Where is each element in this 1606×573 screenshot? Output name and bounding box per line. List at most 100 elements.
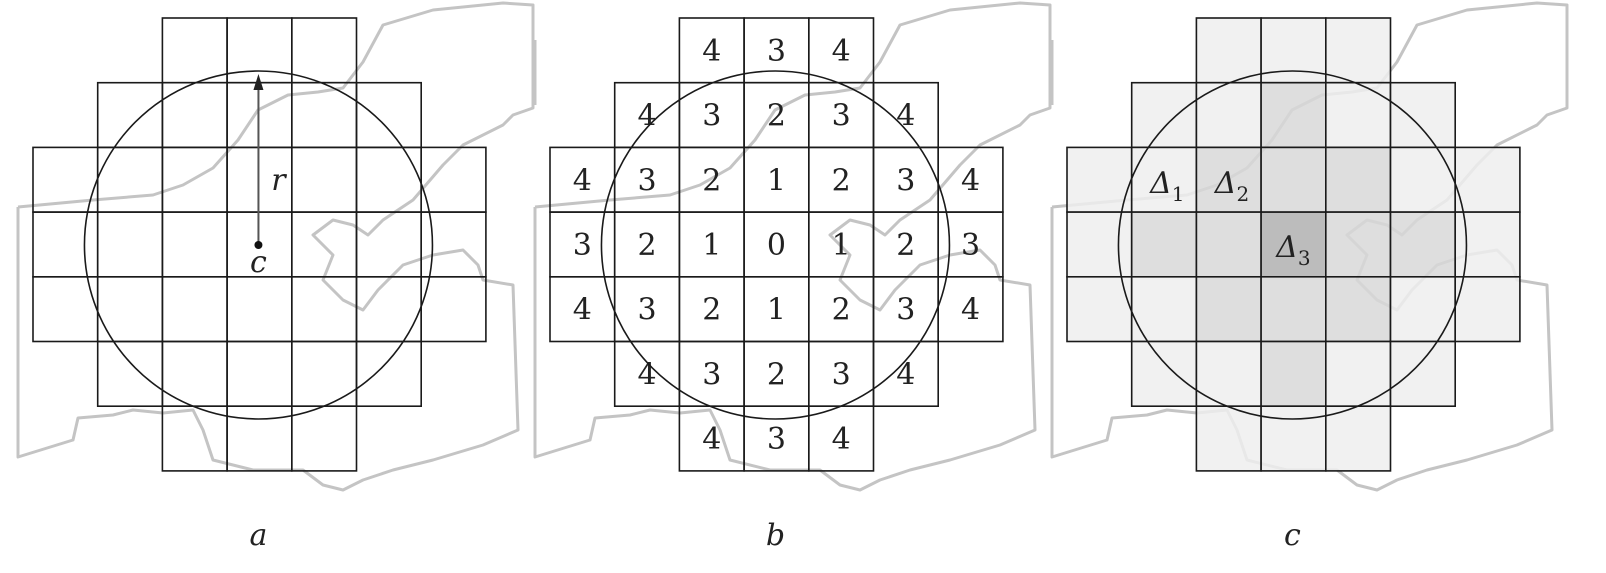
cell-distance-value: 4 [832, 422, 851, 457]
delta-1-label: Δ1 [1149, 166, 1184, 206]
delta-symbol: Δ [1214, 166, 1237, 201]
cell-distance-value: 2 [896, 228, 915, 263]
cell-distance-value: 1 [767, 163, 786, 198]
grid-cell [1260, 275, 1327, 343]
delta-2-label: Δ2 [1214, 166, 1249, 206]
grid-cell [32, 211, 99, 278]
cell-distance-value: 4 [638, 99, 657, 134]
search-radius-circle [83, 70, 434, 420]
grid-cell [1195, 275, 1262, 343]
grid-cell [1066, 146, 1133, 213]
cell-distance-value: 1 [832, 228, 851, 263]
grid-cell [1066, 275, 1133, 343]
grid-cell [161, 275, 228, 343]
grid-cell [1325, 17, 1392, 84]
center-point [254, 241, 263, 249]
map-boundary-curve [16, 1, 535, 492]
grid-cell [1195, 211, 1262, 278]
map-boundary-curve [533, 1, 1052, 492]
cell-distance-value: 1 [702, 228, 721, 263]
grid-cell [1260, 81, 1327, 149]
grid-cell [1195, 81, 1262, 149]
cell-distance-value: 2 [832, 293, 851, 328]
grid-cell [355, 275, 422, 343]
cell-distance-value: 2 [767, 357, 786, 392]
delta-subscript: 2 [1236, 182, 1249, 206]
search-radius-circle [1117, 70, 1468, 420]
grid-cell [1389, 275, 1456, 343]
cell-distance-value: 3 [702, 357, 721, 392]
grid-cell [1325, 340, 1392, 407]
cell-distance-value: 4 [832, 34, 851, 69]
cell-distance-value: 4 [702, 422, 721, 457]
grid-cell [226, 275, 293, 343]
cell-distance-value: 3 [573, 228, 592, 263]
grid-cell [161, 17, 228, 84]
cell-distance-value: 4 [573, 293, 592, 328]
background-map-outline [533, 1, 1052, 492]
cell-distance-value: 3 [702, 99, 721, 134]
grid-cell [355, 340, 422, 407]
radius-label: r [271, 163, 287, 198]
grid-cell [1260, 146, 1327, 213]
cell-distance-value: 2 [767, 99, 786, 134]
grid-cell [1325, 211, 1392, 278]
cell-distance-value: 3 [832, 357, 851, 392]
panel-caption: a [250, 518, 268, 553]
delta-symbol: Δ [1275, 230, 1298, 265]
cell-distance-value: 3 [767, 422, 786, 457]
grid-cell [1130, 340, 1198, 407]
grid-cell [96, 340, 164, 407]
grid-cell [420, 275, 487, 343]
grid-cell [1195, 146, 1262, 213]
cell-distance-value: 4 [638, 357, 657, 392]
panel-caption: c [1284, 518, 1301, 553]
cell-distance-value: 4 [573, 163, 592, 198]
grid-cell [1325, 405, 1392, 472]
center-label: c [250, 245, 267, 280]
grid-cell [290, 405, 358, 472]
cell-distance-value: 1 [767, 293, 786, 328]
cell-distance-value: 3 [638, 293, 657, 328]
cell-distance-value: 2 [832, 163, 851, 198]
grid-cell [355, 211, 422, 278]
grid-cell [290, 340, 358, 407]
grid-cell [1260, 405, 1327, 472]
cell-distance-value: 4 [896, 357, 915, 392]
grid-cell [1195, 405, 1262, 472]
cell-distance-value: 4 [961, 163, 980, 198]
grid-cell [290, 146, 358, 213]
grid-cell [1066, 211, 1133, 278]
cell-distance-value: 0 [767, 228, 786, 263]
grid-cell [96, 81, 164, 149]
grid-cell [872, 340, 939, 407]
background-map-outline [16, 1, 535, 492]
grid-cell [226, 405, 293, 472]
cell-distance-value: 2 [638, 228, 657, 263]
search-radius-circle [600, 70, 951, 420]
grid-cell [1454, 275, 1521, 343]
arrow-head-icon [253, 74, 264, 90]
grid-cell [937, 275, 1004, 343]
grid-cell [1325, 275, 1392, 343]
panel-caption: b [766, 518, 785, 553]
cell-distance-value: 4 [702, 34, 721, 69]
grid-cell [1130, 211, 1198, 278]
grid-cell [161, 81, 228, 149]
grid-cell [1325, 81, 1392, 149]
cell-distance-value: 2 [702, 293, 721, 328]
grid-cell [1389, 81, 1456, 149]
grid-cell [1389, 340, 1456, 407]
grid-cell [1389, 146, 1456, 213]
grid-cell [355, 81, 422, 149]
grid-cell [1325, 146, 1392, 213]
grid-cell [290, 17, 358, 84]
cell-distance-value: 3 [896, 163, 915, 198]
grid-cell [226, 340, 293, 407]
panel-a: r c a [16, 1, 535, 553]
cell-distance-value: 3 [896, 293, 915, 328]
grid-cell [32, 275, 99, 343]
